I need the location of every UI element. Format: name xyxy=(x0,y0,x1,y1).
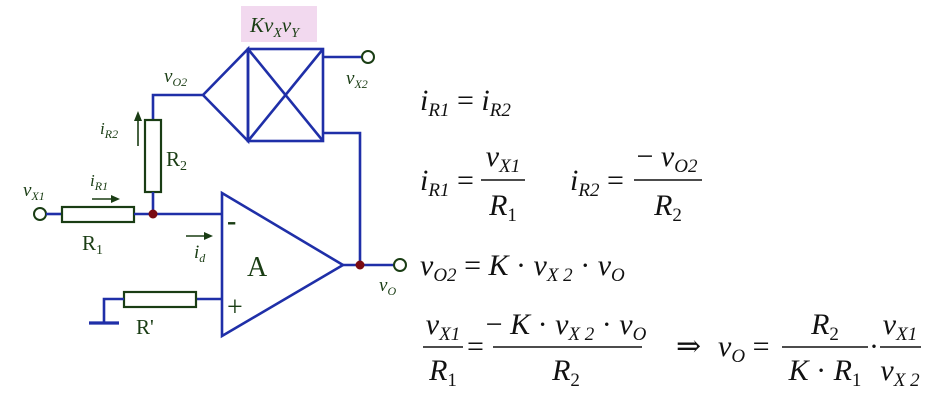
ground-wire xyxy=(102,297,124,323)
op-amp-plus: + xyxy=(227,292,243,323)
ir2-label: iR2 xyxy=(100,119,118,141)
vo2-wire xyxy=(151,93,203,120)
id-arrow-head xyxy=(204,232,213,240)
ir1-arrow-head xyxy=(111,195,120,203)
balance-right-numerator: − K · vX 2 · vO xyxy=(486,308,647,345)
r2-label: R2 xyxy=(166,147,187,174)
equation-result: ⇒ vO = R2 K · R1 · vX1 vX 2 xyxy=(676,308,921,391)
equation-current-equality: iR1 = iR2 xyxy=(420,84,511,121)
balance-right-denominator: R2 xyxy=(551,354,580,391)
equation-ir2: iR2 = − vO2 R2 xyxy=(570,140,702,226)
result-fraction1-denominator: K · R1 xyxy=(788,354,862,391)
equation-ir1: iR1 = vX1 R1 xyxy=(420,140,525,226)
svg-text:iR2 =: iR2 = xyxy=(570,164,624,201)
multiplier-box xyxy=(246,47,325,143)
result-fraction1-numerator: R2 xyxy=(810,308,839,345)
inverting-node-dot xyxy=(148,209,158,219)
resistor-r-prime xyxy=(122,290,198,309)
multiplier-k: K xyxy=(249,13,265,37)
op-amp-triangle xyxy=(220,190,346,339)
op-amp-label: A xyxy=(247,252,268,283)
resistor-r2 xyxy=(143,118,163,194)
vo-label: vO xyxy=(379,275,396,298)
multiplier-v1: v xyxy=(264,13,274,37)
ir1-label: iR1 xyxy=(90,171,108,193)
ir2-denominator: R2 xyxy=(653,189,682,226)
op-amp-minus: - xyxy=(227,206,236,237)
equations: iR1 = iR2 iR1 = vX1 R1 iR2 = − vO2 R2 vO… xyxy=(420,84,921,391)
vo-to-multiplier-wire xyxy=(323,131,362,265)
equation-current-balance: vX1 R1 = − K · vX 2 · vO R2 xyxy=(423,308,647,391)
r-prime-label: R' xyxy=(136,315,154,339)
multiplier-label: KvXvY xyxy=(249,13,301,41)
result-lhs: vO = xyxy=(718,330,769,367)
circuit: KvXvY xyxy=(23,6,407,339)
result-implies-arrow: ⇒ xyxy=(676,330,701,363)
output-node-dot xyxy=(355,260,365,270)
vx1-terminal xyxy=(33,207,47,221)
balance-equals: = xyxy=(467,330,484,363)
result-fraction2-denominator: vX 2 xyxy=(880,354,920,391)
ir2-numerator: − vO2 xyxy=(637,140,698,177)
result-multiply-dot: · xyxy=(869,330,879,363)
svg-text:iR1 =: iR1 = xyxy=(420,164,474,201)
multiplier-diagonal-2 xyxy=(246,48,325,142)
ir2-arrow-head xyxy=(134,111,142,121)
id-label: id xyxy=(194,242,206,265)
r1-label: R1 xyxy=(82,231,103,258)
equation-vo2: vO2 = K · vX 2 · vO xyxy=(420,249,625,286)
multiplier-x: X xyxy=(272,26,282,41)
multiplier-v2: v xyxy=(282,13,292,37)
ir1-denominator: R1 xyxy=(488,189,517,226)
multiplier-input-triangle xyxy=(201,45,250,145)
result-fraction2-numerator: vX1 xyxy=(883,308,917,345)
multiplier-y: Y xyxy=(291,26,301,41)
vx1-label: vX1 xyxy=(23,180,45,203)
balance-left-denominator: R1 xyxy=(428,354,457,391)
balance-left-numerator: vX1 xyxy=(426,308,460,345)
resistor-r1 xyxy=(60,205,136,224)
vo-terminal xyxy=(393,258,407,272)
ir1-numerator: vX1 xyxy=(486,140,520,177)
vo2-label: vO2 xyxy=(164,66,187,89)
vx2-label: vX2 xyxy=(346,68,368,91)
multiplier-label-background xyxy=(241,6,317,42)
vx2-terminal xyxy=(361,50,375,64)
multiplier-block xyxy=(201,45,325,145)
